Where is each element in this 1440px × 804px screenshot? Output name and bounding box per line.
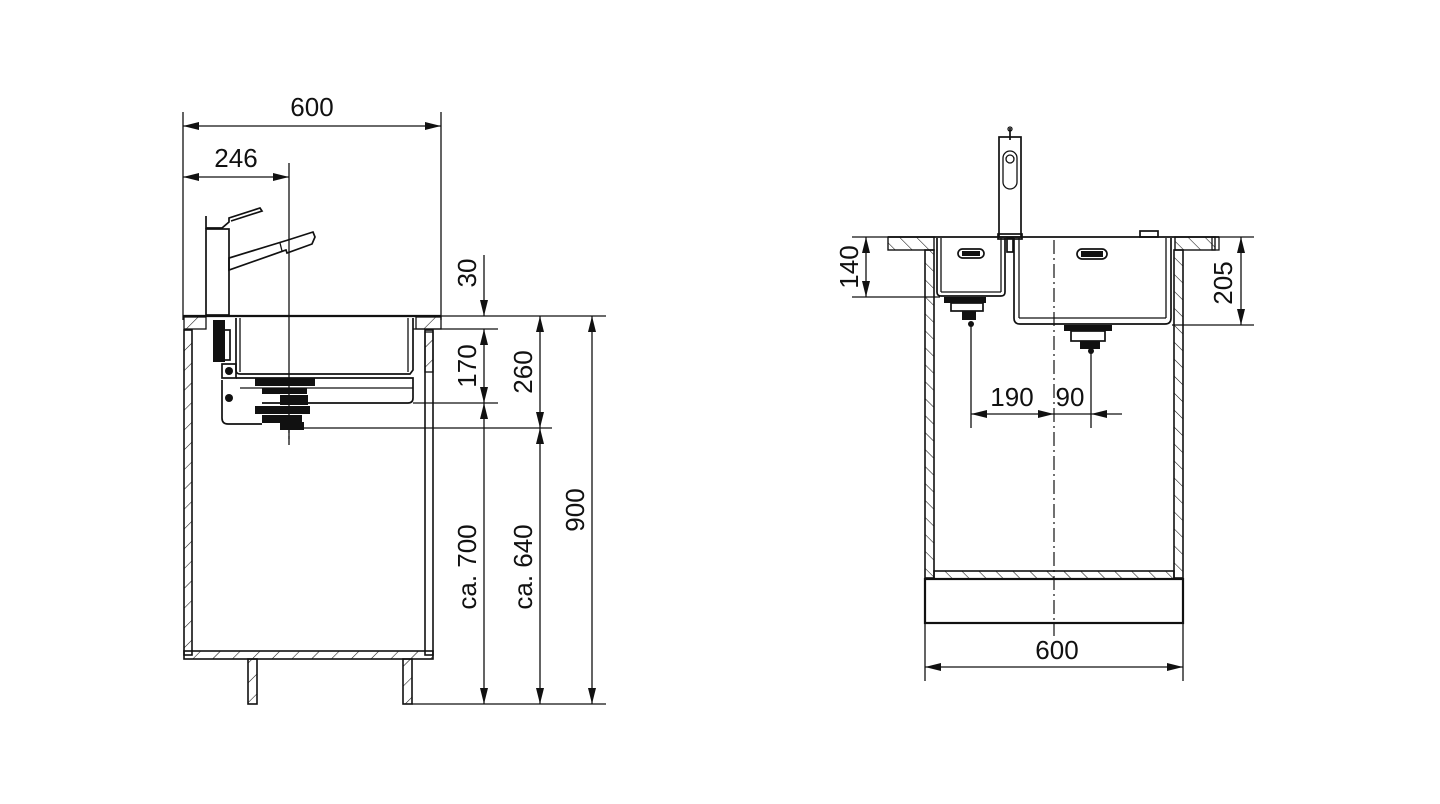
- dim-label-205: 205: [1208, 261, 1238, 304]
- worktop-front: [887, 230, 1220, 251]
- dimension-cabinet-depth: 600: [182, 92, 442, 320]
- cabinet-side: [183, 329, 434, 705]
- dimension-cabinet-width: 600: [924, 623, 1184, 681]
- small-bowl-front: [936, 237, 1014, 428]
- dimension-lines-side-vertical: 30 170 ca. 700 260 ca. 640 900: [300, 255, 606, 705]
- front-view: 140 205 190 90 600: [834, 126, 1254, 681]
- tap-side: [205, 206, 316, 316]
- dim-label-260: 260: [508, 350, 538, 393]
- worktop-side: [183, 314, 442, 330]
- dim-label-900: 900: [560, 488, 590, 531]
- dim-label-600-front: 600: [1035, 635, 1078, 665]
- dim-label-190: 190: [990, 382, 1033, 412]
- dim-label-140: 140: [834, 245, 864, 288]
- dim-label-246: 246: [214, 143, 257, 173]
- dim-label-90: 90: [1056, 382, 1085, 412]
- dim-label-ca-640: ca. 640: [508, 524, 538, 609]
- dimension-tap-offset: 246: [183, 143, 290, 445]
- dim-label-600-side: 600: [290, 92, 333, 122]
- dimension-large-bowl-depth: 205: [1172, 236, 1254, 326]
- dimension-drain-offsets: 190 90: [971, 382, 1122, 418]
- side-view: 600 246: [182, 92, 606, 705]
- drain-assembly-side: [213, 320, 315, 442]
- dim-label-170: 170: [452, 344, 482, 387]
- dimension-small-bowl-depth: 140: [834, 236, 940, 298]
- dim-label-ca-700: ca. 700: [452, 524, 482, 609]
- dim-label-30: 30: [452, 259, 482, 288]
- tap-front: [997, 126, 1023, 240]
- large-bowl-front: [1013, 238, 1172, 428]
